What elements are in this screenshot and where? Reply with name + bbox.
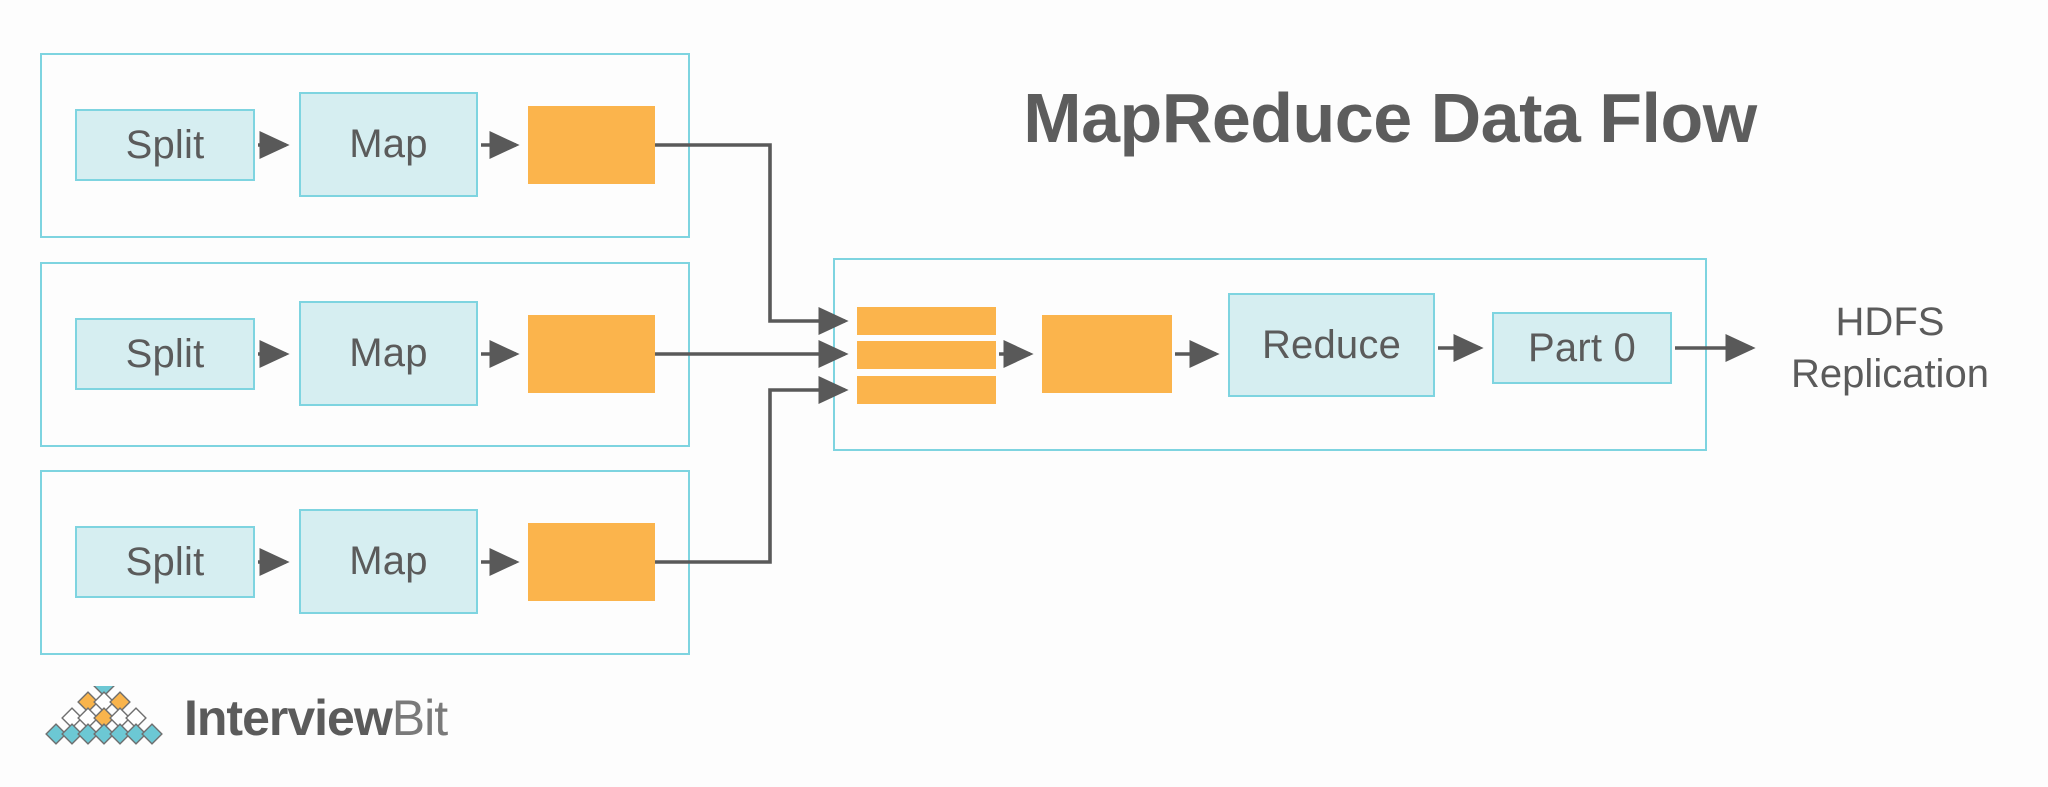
part-output-box[interactable]: Part 0 <box>1492 312 1672 384</box>
map-box-1-label: Map <box>349 122 428 166</box>
map-box-2[interactable]: Map <box>299 301 478 406</box>
part-output-box-label: Part 0 <box>1528 325 1636 370</box>
interviewbit-logo-mark <box>45 686 163 745</box>
map-output-block-3[interactable] <box>528 523 655 601</box>
split-box-3[interactable]: Split <box>75 526 255 598</box>
logo-name-bold: Interview <box>184 690 393 746</box>
hdfs-label-line1: HDFS <box>1835 300 1945 344</box>
sort-block[interactable] <box>1042 315 1172 393</box>
map-output-block-2[interactable] <box>528 315 655 393</box>
split-box-2-label: Split <box>125 331 205 376</box>
shuffle-bar-3[interactable] <box>857 376 996 404</box>
map-output-block-1[interactable] <box>528 106 655 184</box>
interviewbit-logo[interactable]: InterviewBit <box>40 686 448 750</box>
reduce-box-label: Reduce <box>1261 322 1402 367</box>
interviewbit-logo-text: InterviewBit <box>184 689 448 747</box>
page-title: MapReduce Data Flow <box>1023 79 1757 157</box>
shuffle-bar-1[interactable] <box>857 307 996 335</box>
shuffle-bar-2[interactable] <box>857 341 996 369</box>
reduce-box[interactable]: Reduce <box>1228 293 1435 397</box>
hdfs-replication-label: HDFS Replication <box>1740 296 2040 400</box>
hdfs-label-line2: Replication <box>1791 352 1989 396</box>
logo-name-light: Bit <box>391 690 448 746</box>
split-box-1[interactable]: Split <box>75 109 255 181</box>
split-box-3-label: Split <box>125 539 205 584</box>
split-box-1-label: Split <box>125 122 205 167</box>
map-box-3[interactable]: Map <box>299 509 478 614</box>
map-box-3-label: Map <box>349 539 428 583</box>
map-box-1[interactable]: Map <box>299 92 478 197</box>
split-box-2[interactable]: Split <box>75 318 255 390</box>
map-box-2-label: Map <box>349 331 428 375</box>
